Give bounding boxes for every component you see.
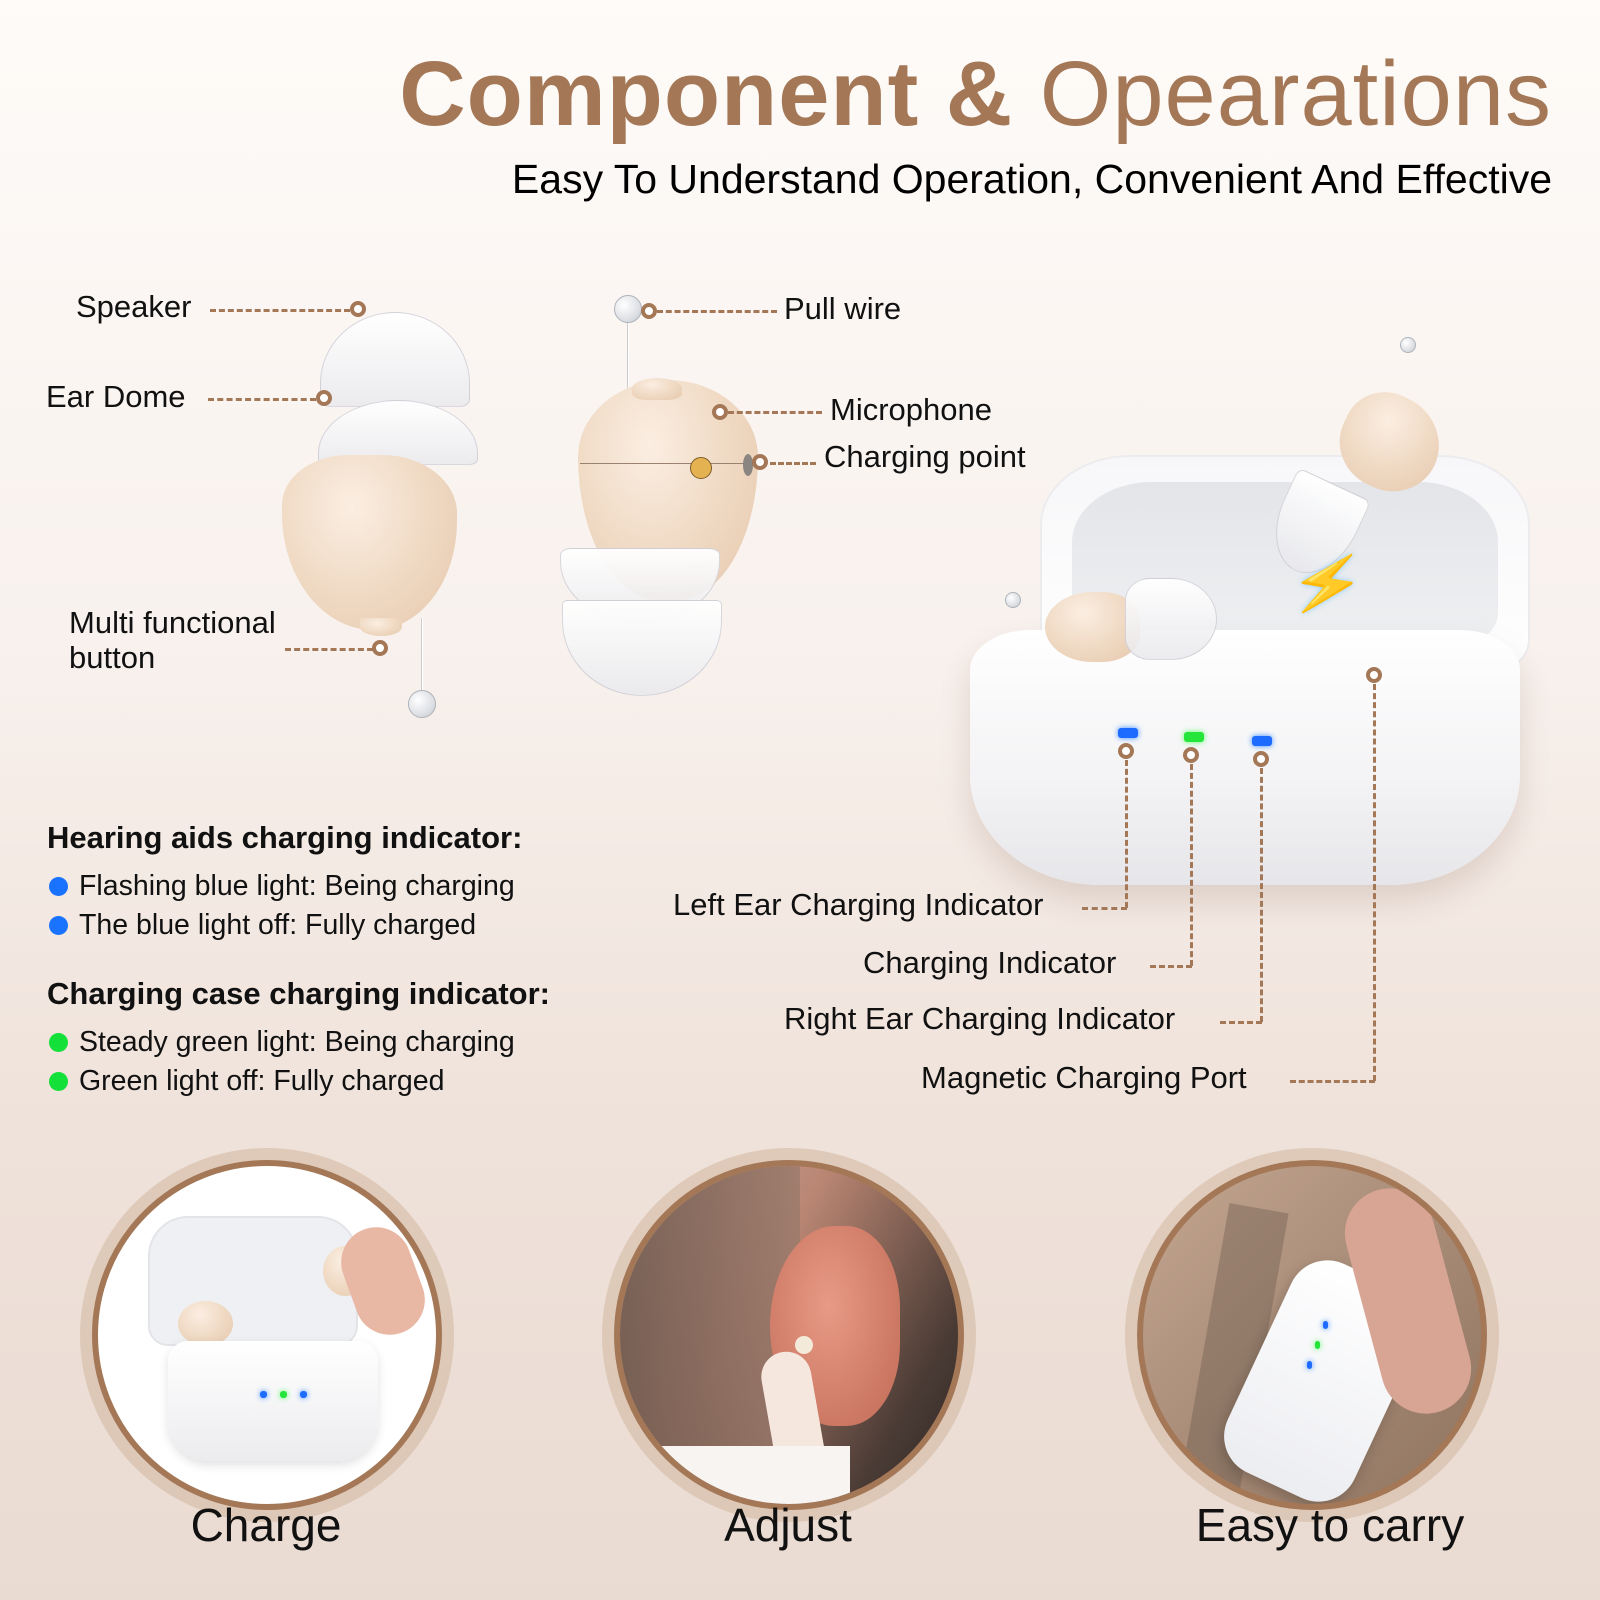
leader-line (208, 398, 316, 401)
leader-line (770, 462, 816, 465)
leader-line (1220, 1021, 1262, 1024)
label-microphone: Microphone (830, 392, 992, 427)
callout-marker (712, 404, 728, 420)
hearing-aid-in-ear (795, 1336, 813, 1354)
title-bold: Component & (399, 43, 1014, 145)
callout-marker (752, 454, 768, 470)
label-left-ear-indicator: Left Ear Charging Indicator (673, 887, 1044, 922)
feature-image-carry (1137, 1160, 1487, 1510)
led-charging (1184, 732, 1204, 742)
leader-line (1125, 760, 1128, 908)
leader-line (210, 309, 350, 312)
left-aid-in-case (1045, 592, 1140, 662)
legend-item: Green light off: Fully charged (49, 1065, 444, 1098)
label-charging-point: Charging point (824, 439, 1026, 474)
legend-item: Flashing blue light: Being charging (49, 870, 515, 903)
callout-marker (372, 640, 388, 656)
led-left-ear (1118, 728, 1138, 738)
pull-wire-bead (614, 295, 642, 323)
label-right-ear-indicator: Right Ear Charging Indicator (784, 1001, 1176, 1036)
led-icon (1323, 1321, 1328, 1329)
hearing-aids-indicator-heading: Hearing aids charging indicator: (47, 820, 523, 855)
led-icon (260, 1391, 267, 1398)
lightning-icon: ⚡ (1284, 544, 1370, 623)
charging-contact-gold (690, 457, 712, 479)
callout-marker (641, 303, 657, 319)
feature-label-carry: Easy to carry (1195, 1499, 1465, 1551)
title-light: Opearations (1039, 43, 1552, 145)
leader-line (1260, 768, 1263, 1022)
legend-item: Steady green light: Being charging (49, 1026, 515, 1059)
led-right-ear (1252, 736, 1272, 746)
led-icon (1307, 1361, 1312, 1369)
label-charging-indicator: Charging Indicator (863, 945, 1117, 980)
callout-marker (1366, 667, 1382, 683)
led-icon (300, 1391, 307, 1398)
leader-line (1290, 1080, 1375, 1083)
leader-line (657, 310, 777, 313)
charging-contact-side (743, 454, 753, 476)
callout-marker (1118, 743, 1134, 759)
pull-wire-strand (421, 618, 423, 690)
led-icon (280, 1391, 287, 1398)
leader-line (1082, 907, 1127, 910)
feature-label-charge: Charge (190, 1499, 342, 1551)
page-title: Component & Opearations (399, 48, 1552, 140)
leader-line (285, 648, 373, 651)
green-dot-icon (49, 1072, 68, 1091)
callout-marker (350, 301, 366, 317)
shirt-collar (650, 1446, 850, 1504)
leader-line (728, 411, 822, 414)
blue-dot-icon (49, 916, 68, 935)
pull-wire-bead (1400, 337, 1416, 353)
ear-dome-top (320, 312, 470, 407)
charging-case-indicator-heading: Charging case charging indicator: (47, 976, 550, 1011)
callout-marker (316, 390, 332, 406)
aid-in-case (178, 1301, 233, 1346)
callout-marker (1253, 751, 1269, 767)
label-ear-dome: Ear Dome (46, 379, 186, 414)
left-aid-dome (1125, 578, 1217, 660)
blue-dot-icon (49, 877, 68, 896)
aid-body (282, 455, 457, 630)
feature-image-charge (92, 1160, 442, 1510)
callout-marker (1183, 747, 1199, 763)
legend-item: The blue light off: Fully charged (49, 909, 476, 942)
label-magnetic-charging-port: Magnetic Charging Port (921, 1060, 1247, 1095)
label-multi-functional-button: Multi functional button (69, 605, 276, 675)
leader-line (1150, 965, 1192, 968)
seam-line (580, 463, 755, 464)
pull-wire-bead (408, 690, 436, 718)
leader-line (1190, 764, 1193, 966)
case-base (970, 630, 1520, 885)
feature-label-adjust: Adjust (724, 1499, 852, 1551)
aid-button-top (632, 378, 682, 400)
leader-line (1373, 684, 1376, 1081)
case-base (168, 1341, 378, 1461)
label-speaker: Speaker (76, 289, 192, 324)
ear-dome-lower (562, 600, 722, 696)
feature-image-adjust (614, 1160, 964, 1510)
green-dot-icon (49, 1033, 68, 1052)
pull-wire-bead (1005, 592, 1021, 608)
page-subtitle: Easy To Understand Operation, Convenient… (511, 156, 1552, 202)
label-pull-wire: Pull wire (784, 291, 902, 326)
pull-wire-strand (627, 323, 629, 395)
button-nub (360, 618, 402, 636)
led-icon (1315, 1341, 1320, 1349)
